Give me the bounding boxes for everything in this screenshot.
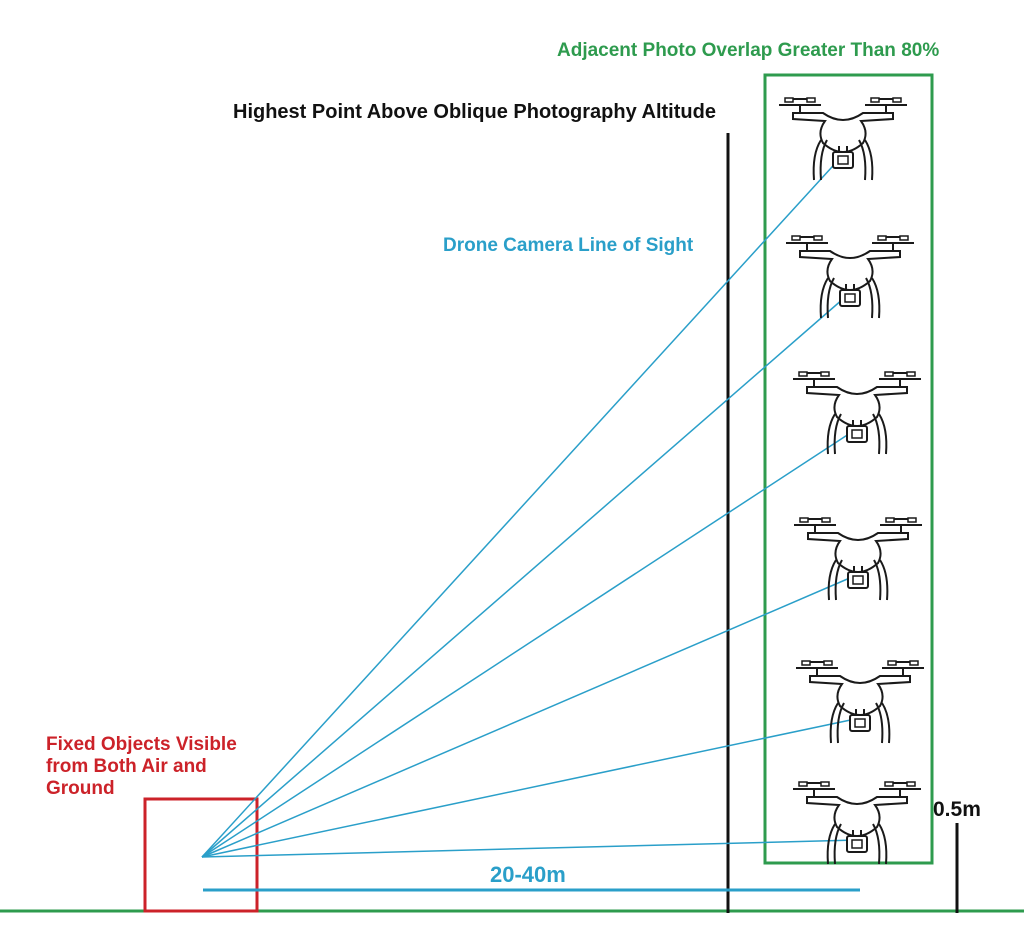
quadcopter-drone-icon — [795, 660, 925, 744]
quadcopter-drone-icon — [792, 371, 922, 455]
fixed-objects-label: Fixed Objects Visible from Both Air and … — [46, 734, 237, 799]
quadcopter-drone-icon — [793, 517, 923, 601]
sight-line — [201, 839, 858, 858]
line-of-sight-label: Drone Camera Line of Sight — [443, 235, 694, 256]
sight-line — [201, 291, 852, 858]
quadcopter-drone-icon — [785, 235, 915, 319]
height-step-label: 0.5m — [933, 798, 981, 821]
distance-label: 20-40m — [490, 862, 566, 887]
quadcopter-drone-icon — [778, 97, 908, 181]
highest-point-label: Highest Point Above Oblique Photography … — [233, 101, 716, 123]
overlap-label: Adjacent Photo Overlap Greater Than 80% — [557, 40, 940, 61]
sight-line — [201, 573, 860, 858]
drone-stack — [778, 97, 925, 865]
sight-line — [201, 427, 859, 858]
quadcopter-drone-icon — [792, 781, 922, 865]
overlap-frame — [763, 73, 934, 865]
sight-line — [201, 155, 843, 858]
sight-lines — [201, 155, 861, 858]
sight-line — [201, 717, 861, 858]
